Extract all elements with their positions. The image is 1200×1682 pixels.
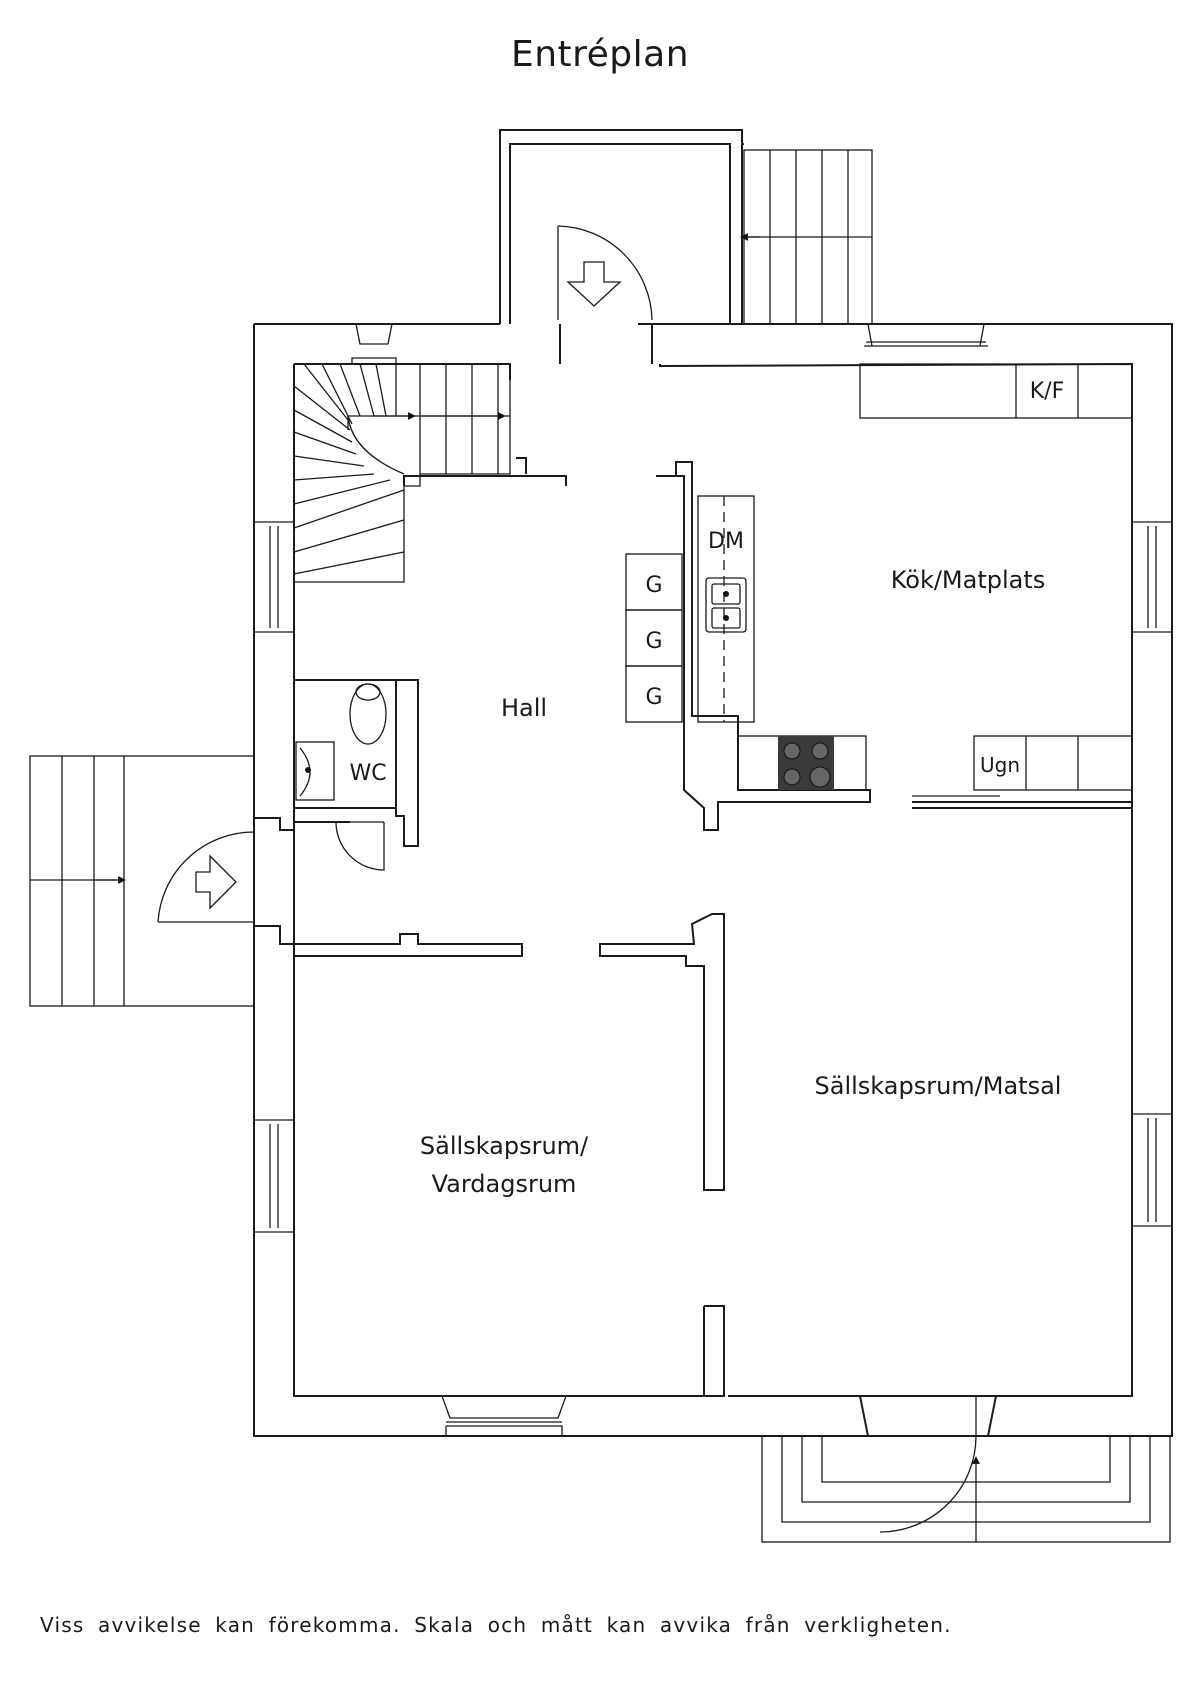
kitchen-fixtures	[859, 323, 1133, 809]
label-wardrobe-1: G	[645, 573, 662, 598]
side-entrance-arrow-icon	[195, 854, 237, 910]
room-label-wc: WC	[349, 761, 386, 786]
label-oven: Ugn	[980, 753, 1020, 777]
wc	[294, 679, 419, 871]
sink-icon	[705, 577, 747, 633]
entrance-porch	[499, 129, 744, 364]
windows	[254, 521, 1172, 1437]
labels: Hall Kök/Matplats Sällskapsrum/Matsal Sä…	[349, 379, 1064, 1198]
label-wardrobe-2: G	[645, 629, 662, 654]
interior-stair	[293, 323, 567, 583]
disclaimer: Viss avvikelse kan förekomma. Skala och …	[40, 1613, 952, 1637]
entrance-door	[557, 225, 653, 321]
label-wardrobe-3: G	[645, 685, 662, 710]
terrace-door	[879, 1396, 977, 1533]
room-label-hall: Hall	[501, 694, 547, 722]
room-label-kitchen: Kök/Matplats	[891, 566, 1046, 594]
room-label-living-line2: Vardagsrum	[432, 1170, 577, 1198]
wardrobe-3	[625, 665, 683, 723]
basin-icon	[295, 741, 335, 801]
side-entrance-door	[157, 831, 255, 923]
toilet-icon	[349, 683, 387, 745]
fridge-freezer	[859, 363, 1133, 419]
entrance-arrow-icon	[566, 261, 622, 307]
terrace-steps	[761, 1396, 1171, 1543]
exterior-walls	[253, 323, 1173, 1437]
room-label-dining: Sällskapsrum/Matsal	[815, 1072, 1062, 1100]
interior-walls	[294, 913, 725, 1397]
exterior-stair-top	[740, 149, 873, 325]
side-entrance	[29, 755, 294, 1007]
kitchen-partition	[625, 461, 871, 831]
plan-title: Entréplan	[510, 34, 690, 75]
label-fridge-freezer: K/F	[1030, 379, 1065, 404]
room-label-living-line1: Sällskapsrum/	[420, 1132, 589, 1160]
label-dishwasher: DM	[708, 529, 744, 554]
